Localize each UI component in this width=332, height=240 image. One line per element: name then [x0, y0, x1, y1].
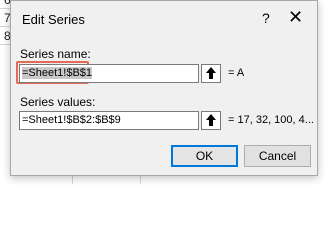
series-name-input[interactable]: =Sheet1!$B$1: [19, 64, 199, 83]
series-values-input[interactable]: =Sheet1!$B$2:$B$9: [19, 111, 199, 130]
cancel-button[interactable]: Cancel: [244, 145, 311, 167]
row-gridline: [0, 26, 14, 27]
ok-button[interactable]: OK: [171, 145, 238, 167]
row-number: 8: [4, 29, 11, 43]
close-button[interactable]: ✕: [288, 7, 304, 27]
series-name-label: Series name:: [20, 47, 91, 61]
dialog-title: Edit Series: [22, 12, 85, 27]
series-values-collapse-button[interactable]: [201, 111, 221, 130]
edit-series-dialog: Edit Series ? ✕ Series name: =Sheet1!$B$…: [10, 0, 318, 176]
series-values-label: Series values:: [20, 95, 96, 109]
help-button[interactable]: ?: [262, 10, 270, 26]
row-gridline: [0, 44, 14, 45]
series-values-preview: = 17, 32, 100, 4...: [228, 114, 314, 126]
row-gridline: [0, 8, 14, 9]
series-name-preview: = A: [228, 67, 245, 79]
series-name-collapse-button[interactable]: [201, 64, 221, 83]
series-name-value: =Sheet1!$B$1: [22, 67, 93, 79]
collapse-dialog-arrow-icon: [206, 67, 216, 79]
collapse-dialog-arrow-icon: [206, 114, 216, 126]
row-number: 7: [4, 11, 11, 25]
series-values-value: =Sheet1!$B$2:$B$9: [22, 114, 121, 126]
dialog-title-bar[interactable]: Edit Series ? ✕: [11, 1, 317, 41]
row-number: 6: [4, 0, 11, 7]
